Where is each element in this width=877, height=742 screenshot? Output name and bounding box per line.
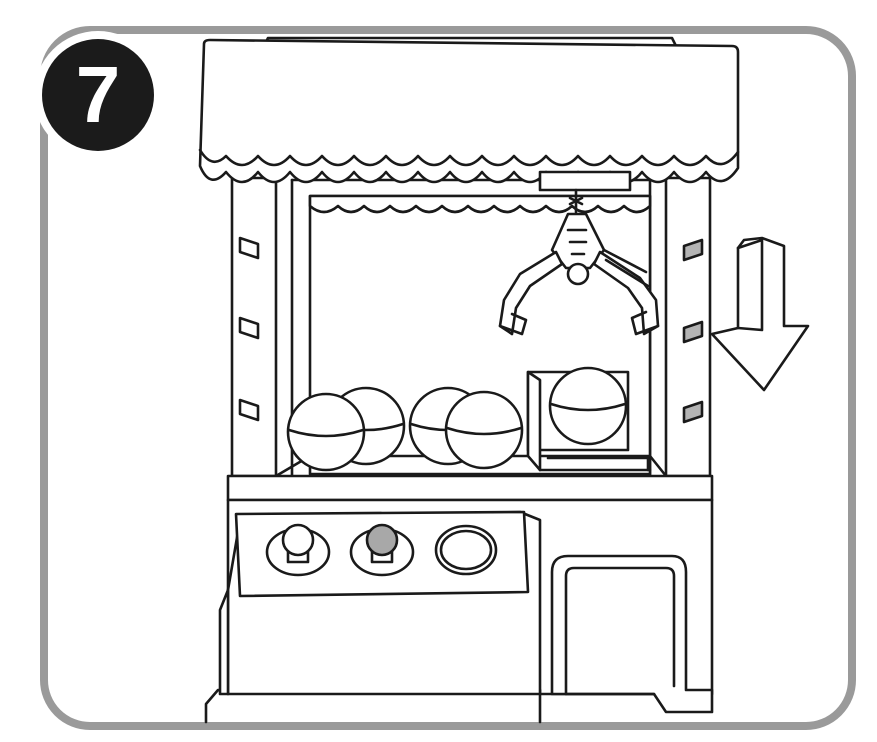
middle-ledge bbox=[226, 474, 714, 502]
canopy-top bbox=[198, 38, 740, 184]
claw-icon bbox=[498, 188, 660, 336]
cabinet-base bbox=[204, 688, 542, 724]
prize-ball bbox=[286, 392, 366, 472]
prize-door bbox=[550, 554, 714, 714]
prize-chute bbox=[526, 366, 652, 472]
joystick-icon[interactable] bbox=[265, 523, 331, 577]
control-panel bbox=[218, 510, 542, 696]
canopy bbox=[198, 36, 740, 192]
prize-balls bbox=[286, 386, 524, 472]
round-button-icon[interactable] bbox=[434, 524, 498, 576]
prize-ball bbox=[548, 366, 628, 446]
claw-carriage bbox=[538, 170, 632, 192]
step-number: 7 bbox=[76, 50, 121, 139]
inner-curtain bbox=[308, 194, 652, 214]
prize-ball bbox=[444, 390, 524, 470]
step-badge: 7 bbox=[34, 31, 162, 159]
joystick-icon[interactable] bbox=[349, 523, 415, 577]
arrow-down-icon bbox=[710, 236, 810, 392]
